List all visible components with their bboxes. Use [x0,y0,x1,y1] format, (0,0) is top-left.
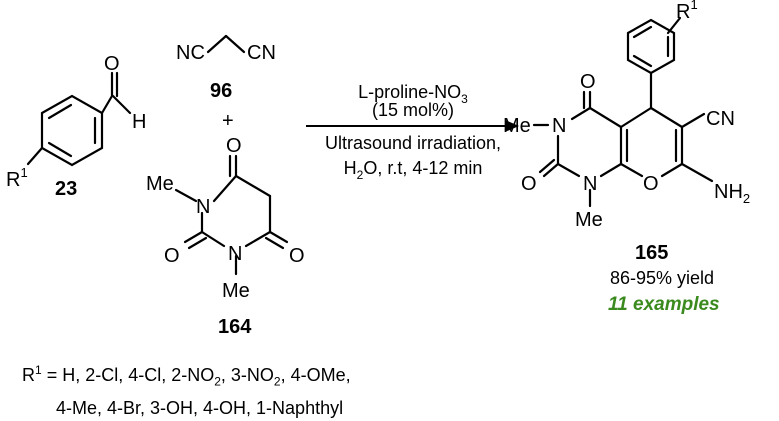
product-oxygen-left: O [521,173,537,195]
substituent-line-2: 4-Me, 4-Br, 3-OH, 4-OH, 1-Naphthyl [56,397,344,418]
barbituric-nitrogen-bottom: N [228,243,242,265]
substituent-line-1: R1 = H, 2-Cl, 4-Cl, 2-NO2, 3-NO2, 4-OMe, [22,363,351,389]
energy-source-text: Ultrasound irradiation, [325,133,501,153]
compound-label-23: 23 [55,178,77,200]
product-structure: R1 O N Me O N O Me CN NH2 165 86-95% [503,0,750,315]
product-oxygen-top: O [580,71,596,93]
catalyst-loading-text: (15 mol%) [372,100,454,120]
reaction-scheme: O H R1 23 NC CN 96 + O N Me O N O Me 164 [6,0,750,338]
reaction-arrow [306,120,519,132]
barbituric-oxygen-right: O [289,245,305,267]
barbituric-structure: O N Me O N O Me 164 [146,135,305,338]
nitrile-right: CN [247,42,276,64]
malononitrile-structure: NC CN 96 + [176,34,276,132]
product-amino: NH2 [714,181,750,206]
barbituric-nitrogen-top: N [196,196,210,218]
barbituric-methyl-bottom: Me [222,280,250,302]
reaction-conditions: L-proline-NO3 (15 mol%) Ultrasound irrad… [325,82,501,182]
aldehyde-hydrogen: H [132,111,146,133]
yield-text: 86-95% yield [610,268,714,288]
aldehyde-oxygen: O [104,53,120,75]
product-cyano: CN [706,108,735,130]
product-methyl-bottom: Me [575,209,603,231]
plus-sign: + [222,110,234,132]
aldehyde-substituent: R1 [6,165,28,191]
barbituric-oxygen-top: O [226,135,242,157]
product-nitrogen-bottom: N [583,173,597,195]
solvent-time-text: H2O, r.t, 4-12 min [344,158,483,182]
compound-label-165: 165 [635,242,668,264]
compound-label-164: 164 [218,316,252,338]
barbituric-oxygen-left: O [164,245,180,267]
examples-text: 11 examples [608,294,720,315]
compound-label-96: 96 [210,80,232,102]
benzaldehyde-structure: O H R1 23 [6,53,146,200]
barbituric-methyl-top: Me [146,173,174,195]
product-methyl-top: Me [503,115,531,137]
substituent-list: R1 = H, 2-Cl, 4-Cl, 2-NO2, 3-NO2, 4-OMe,… [22,357,351,421]
nitrile-left: NC [176,42,205,64]
product-ring-oxygen: O [643,173,659,195]
catalyst-text: L-proline-NO3 [358,82,468,106]
product-nitrogen-top: N [552,115,566,137]
product-substituent: R1 [676,0,698,23]
